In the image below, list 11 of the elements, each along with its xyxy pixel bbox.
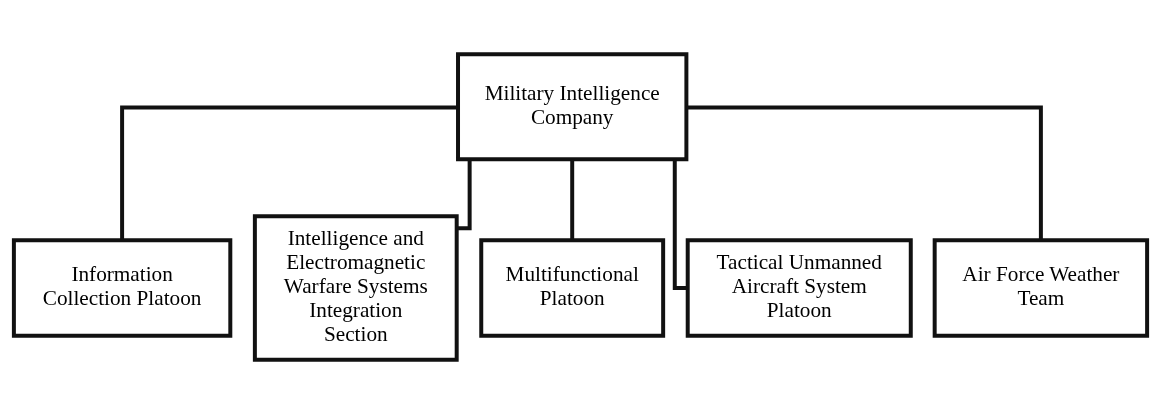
connector: [672, 159, 688, 290]
connector: [686, 105, 1043, 241]
connector: [457, 159, 472, 231]
connector: [120, 105, 458, 241]
node-box: Air Force Weather Team: [932, 238, 1150, 338]
node-box: Multifunctional Platoon: [479, 238, 666, 338]
node-box: Military Intelligence Company: [456, 52, 689, 162]
node-box: Intelligence and Electromagnetic Warfare Systems Integration Section: [252, 214, 459, 362]
connector: [570, 159, 575, 240]
node-box: Tactical Unmanned Aircraft System Platoon: [685, 238, 913, 338]
node-box: Information Collection Platoon: [11, 238, 233, 338]
